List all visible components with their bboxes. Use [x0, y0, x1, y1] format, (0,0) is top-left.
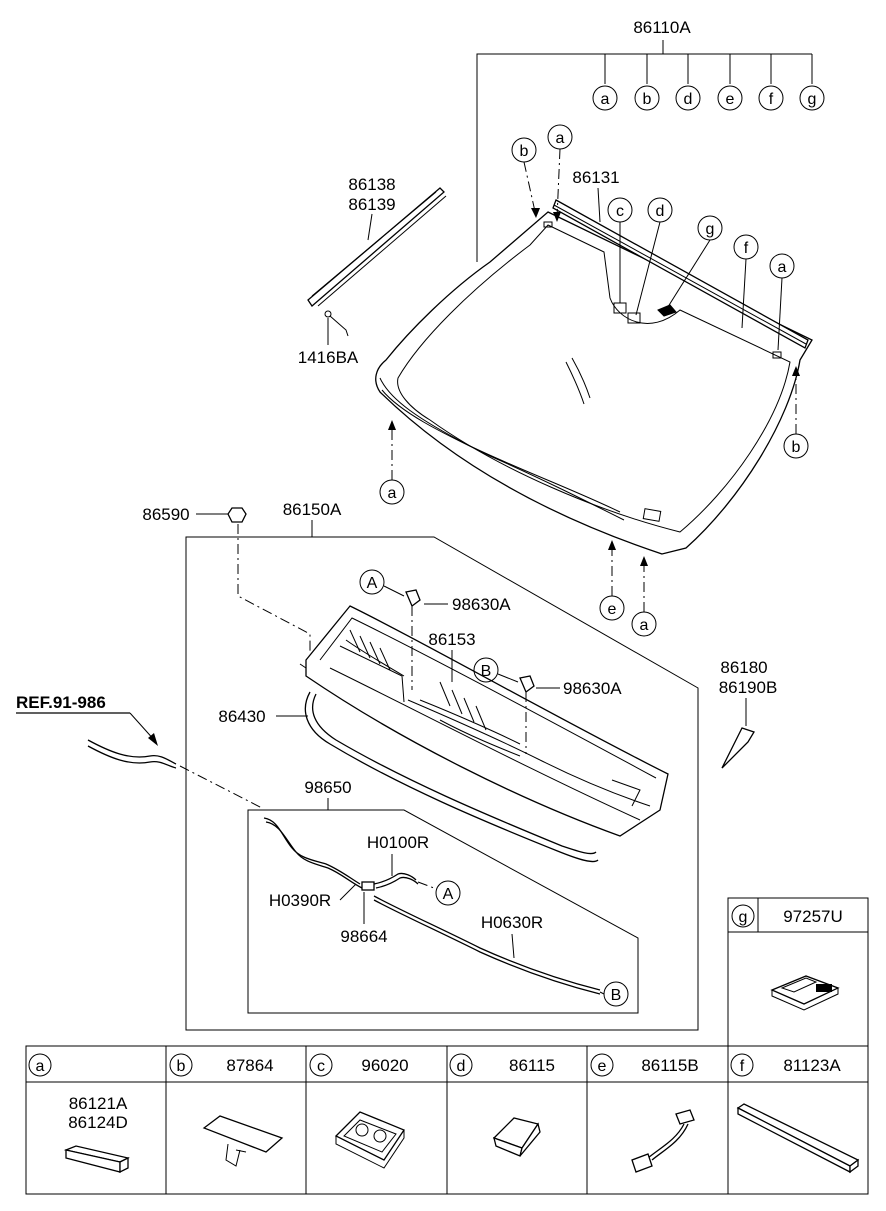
label-86430: 86430	[218, 707, 265, 726]
label-H0630R: H0630R	[481, 913, 543, 932]
windshield-callouts: b a c d g f a b a e a	[379, 124, 809, 637]
label-86139: 86139	[348, 195, 395, 214]
letter-f: f	[740, 1058, 745, 1075]
part-96020: 96020	[361, 1056, 408, 1075]
svg-text:a: a	[388, 485, 397, 502]
sensor-bracket-image	[770, 975, 840, 1011]
svg-text:d: d	[684, 91, 693, 108]
callout-a-top: a	[592, 85, 618, 111]
callout-d-top: d	[675, 85, 701, 111]
part-86115B: 86115B	[641, 1056, 698, 1075]
svg-text:d: d	[656, 203, 665, 220]
letter-d: d	[457, 1058, 466, 1075]
svg-text:a: a	[601, 91, 610, 108]
part-81123A: 81123A	[783, 1056, 841, 1075]
letter-g: g	[739, 909, 748, 926]
svg-text:b: b	[643, 91, 652, 108]
part-86121A: 86121A	[69, 1094, 128, 1113]
callout-f-top: f	[758, 85, 784, 111]
svg-text:g: g	[706, 221, 715, 238]
label-H0100R: H0100R	[367, 833, 429, 852]
svg-text:f: f	[744, 240, 749, 257]
label-86180: 86180	[720, 658, 767, 677]
svg-text:a: a	[778, 259, 787, 276]
label-86150A: 86150A	[283, 500, 342, 519]
detail-table: a 86121A 86124D b 87864 c 96020	[25, 1045, 869, 1195]
part-86180: 86180 86190B	[719, 658, 778, 769]
cowl-panel-86153: 86153	[299, 605, 669, 837]
windshield-glass	[375, 211, 813, 555]
nozzle-98630A-B: B 98630A	[473, 657, 622, 754]
label-H0390R: H0390R	[269, 891, 331, 910]
svg-text:f: f	[769, 91, 774, 108]
letter-e: e	[598, 1058, 607, 1075]
label-86153: 86153	[428, 630, 475, 649]
svg-text:A: A	[443, 886, 454, 903]
label-86190B: 86190B	[719, 678, 778, 697]
callout-e-top: e	[717, 85, 743, 111]
callout-b-top: b	[634, 85, 660, 111]
cell-a: a 86121A 86124D	[28, 1053, 130, 1174]
detail-g-97257U: g 97257U	[727, 897, 869, 1047]
label-86590: 86590	[142, 505, 189, 524]
svg-text:B: B	[611, 987, 622, 1004]
svg-text:c: c	[616, 203, 624, 220]
label-86131: 86131	[572, 168, 619, 187]
cell-e: e 86115B	[590, 1053, 699, 1173]
cell-f: f 81123A	[730, 1053, 860, 1174]
svg-text:a: a	[640, 617, 649, 634]
label-98630A-upper: 98630A	[452, 595, 511, 614]
label-98630A-lower: 98630A	[563, 679, 622, 698]
assembly-86110A: 86110A a b d e f g	[476, 18, 825, 262]
cell-c: c 96020	[309, 1053, 409, 1169]
label-86110A: 86110A	[633, 18, 691, 37]
label-ref-91-986: REF.91-986	[16, 693, 106, 712]
part-86115: 86115	[509, 1056, 555, 1075]
callout-g-top: g	[799, 85, 825, 111]
svg-text:a: a	[556, 130, 565, 147]
label-86138: 86138	[348, 175, 395, 194]
part-87864: 87864	[226, 1056, 273, 1075]
svg-text:b: b	[520, 143, 529, 160]
reference-91-986: REF.91-986	[16, 693, 263, 809]
letter-b: b	[177, 1058, 186, 1075]
svg-text:e: e	[608, 601, 617, 618]
svg-text:B: B	[481, 663, 492, 680]
assembly-86150A: 86150A	[185, 500, 699, 1031]
label-98650: 98650	[304, 778, 351, 797]
label-98664: 98664	[340, 927, 387, 946]
cell-d: d 86115	[449, 1053, 555, 1157]
cell-b: b 87864	[169, 1053, 284, 1167]
svg-text:e: e	[726, 91, 735, 108]
molding-86131: 86131	[552, 168, 809, 349]
part-86124D: 86124D	[68, 1113, 128, 1132]
letter-c: c	[317, 1058, 325, 1075]
nozzle-98630A-A: A 98630A	[359, 569, 511, 690]
svg-text:b: b	[792, 439, 801, 456]
weatherstrip-86430: 86430	[218, 691, 599, 863]
svg-text:g: g	[808, 91, 817, 108]
hose-assembly-98650: 98650 H0100R A H0390R 98664 H0630R B	[247, 778, 639, 1014]
side-molding-86138: 86138 86139 1416BA	[298, 175, 447, 367]
letter-a: a	[36, 1058, 45, 1075]
part-97257U: 97257U	[783, 907, 843, 926]
svg-text:A: A	[367, 575, 378, 592]
nut-86590: 86590	[142, 505, 311, 660]
label-1416BA: 1416BA	[298, 348, 359, 367]
